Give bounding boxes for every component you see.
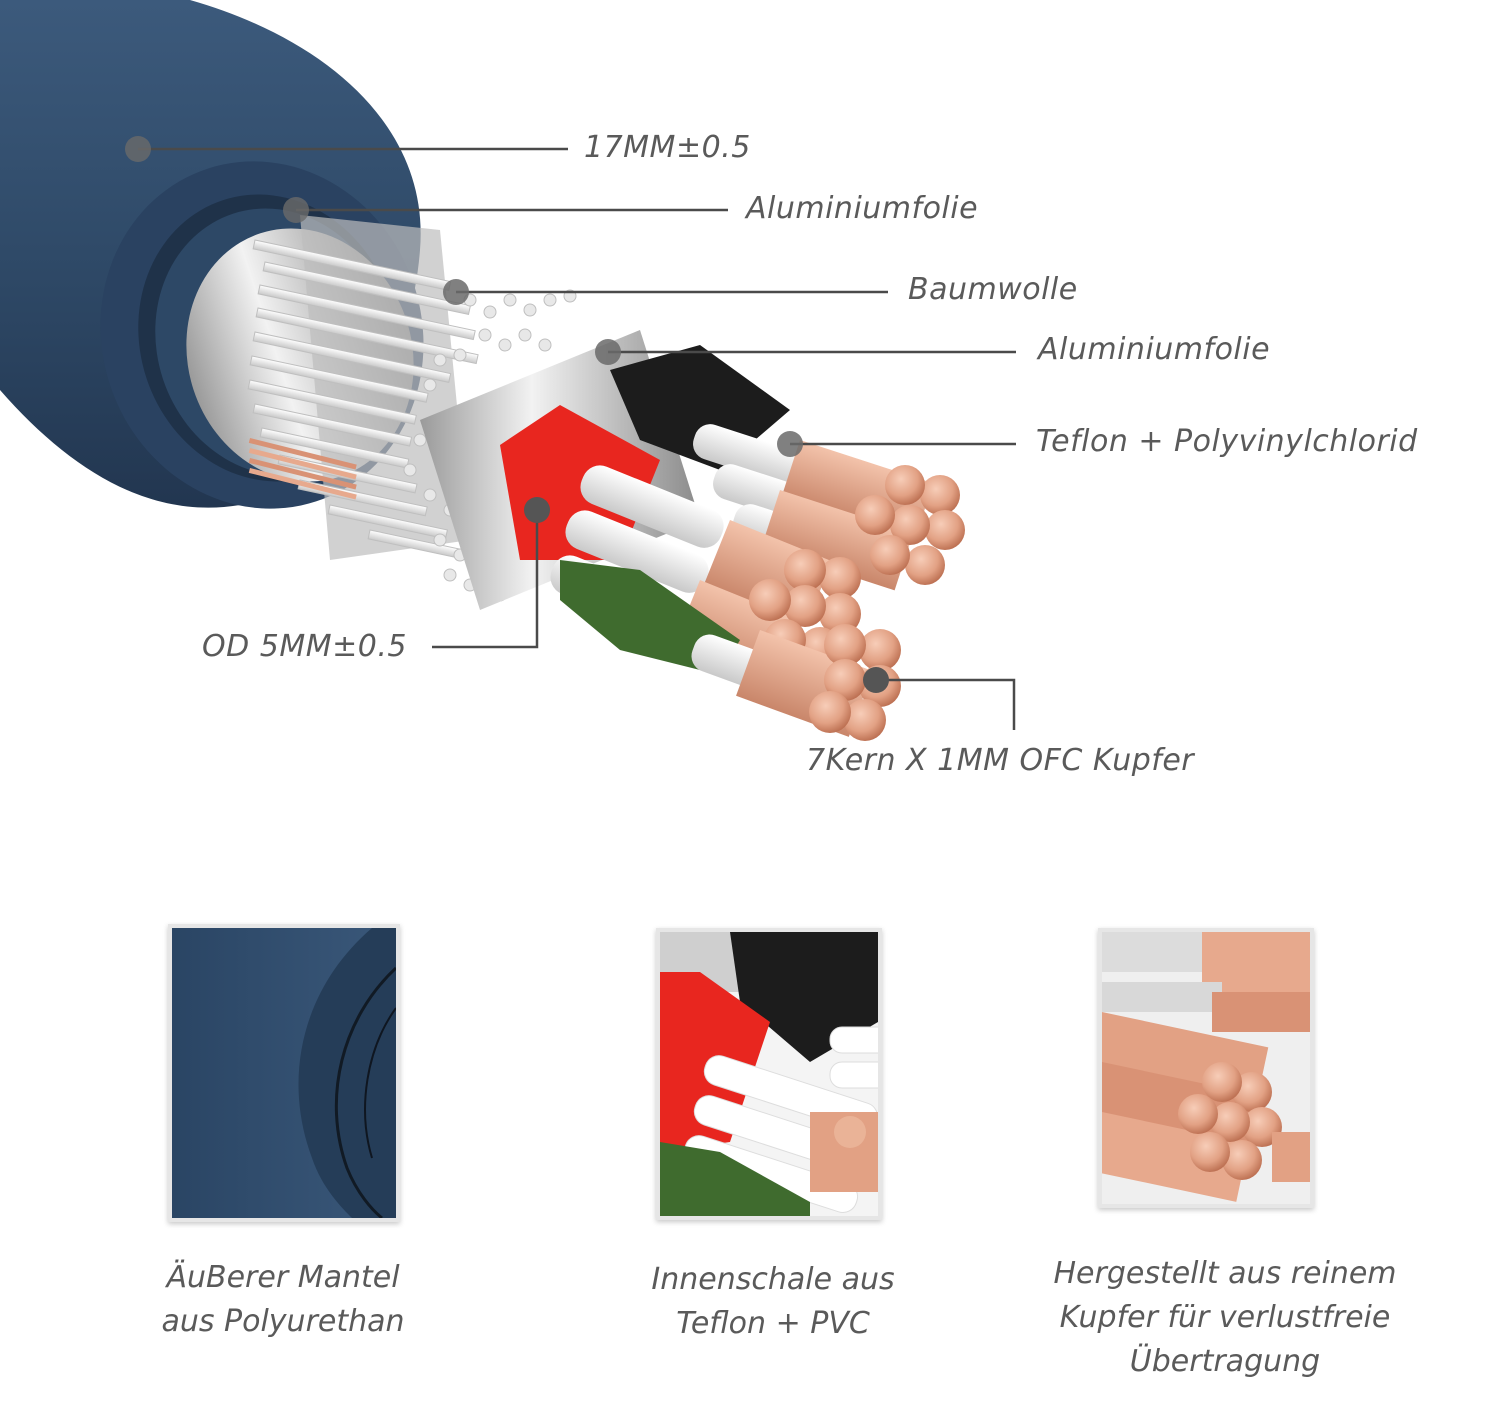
label-core-od: OD 5MM±0.5 bbox=[202, 629, 407, 664]
caption-outer-jacket: ÄuBerer Mantel aus Polyurethan bbox=[108, 1256, 458, 1344]
leader-markers bbox=[125, 136, 889, 693]
shield-strands bbox=[247, 239, 577, 602]
label-aluminium-foil-outer: Aluminiumfolie bbox=[746, 191, 979, 226]
thumbnail-outer-jacket bbox=[168, 924, 400, 1222]
caption-line: ÄuBerer Mantel bbox=[166, 1260, 400, 1295]
caption-line: Hergestellt aus reinem bbox=[1053, 1256, 1397, 1291]
caption-line: Innenschale aus bbox=[651, 1262, 895, 1297]
leader-lines bbox=[138, 147, 1016, 730]
green-core bbox=[560, 560, 901, 741]
label-insulation: Teflon + Polyvinylchlorid bbox=[1036, 424, 1418, 459]
caption-line: Übertragung bbox=[1129, 1344, 1321, 1379]
caption-line: aus Polyurethan bbox=[161, 1304, 405, 1339]
label-aluminium-foil-inner: Aluminiumfolie bbox=[1038, 332, 1271, 367]
copper-drain-strands bbox=[248, 438, 357, 500]
thumbnail-copper bbox=[1098, 928, 1314, 1208]
label-conductor: 7Kern X 1MM OFC Kupfer bbox=[806, 743, 1195, 778]
caption-line: Teflon + PVC bbox=[676, 1306, 870, 1341]
thumbnail-inner-shell bbox=[656, 928, 882, 1220]
caption-inner-shell: Innenschale aus Teflon + PVC bbox=[598, 1258, 948, 1346]
black-core bbox=[610, 345, 965, 591]
label-cotton: Baumwolle bbox=[908, 272, 1078, 307]
label-diameter: 17MM±0.5 bbox=[584, 130, 751, 165]
caption-line: Kupfer für verlustfreie bbox=[1059, 1300, 1391, 1335]
caption-copper: Hergestellt aus reinem Kupfer für verlus… bbox=[1010, 1252, 1440, 1384]
